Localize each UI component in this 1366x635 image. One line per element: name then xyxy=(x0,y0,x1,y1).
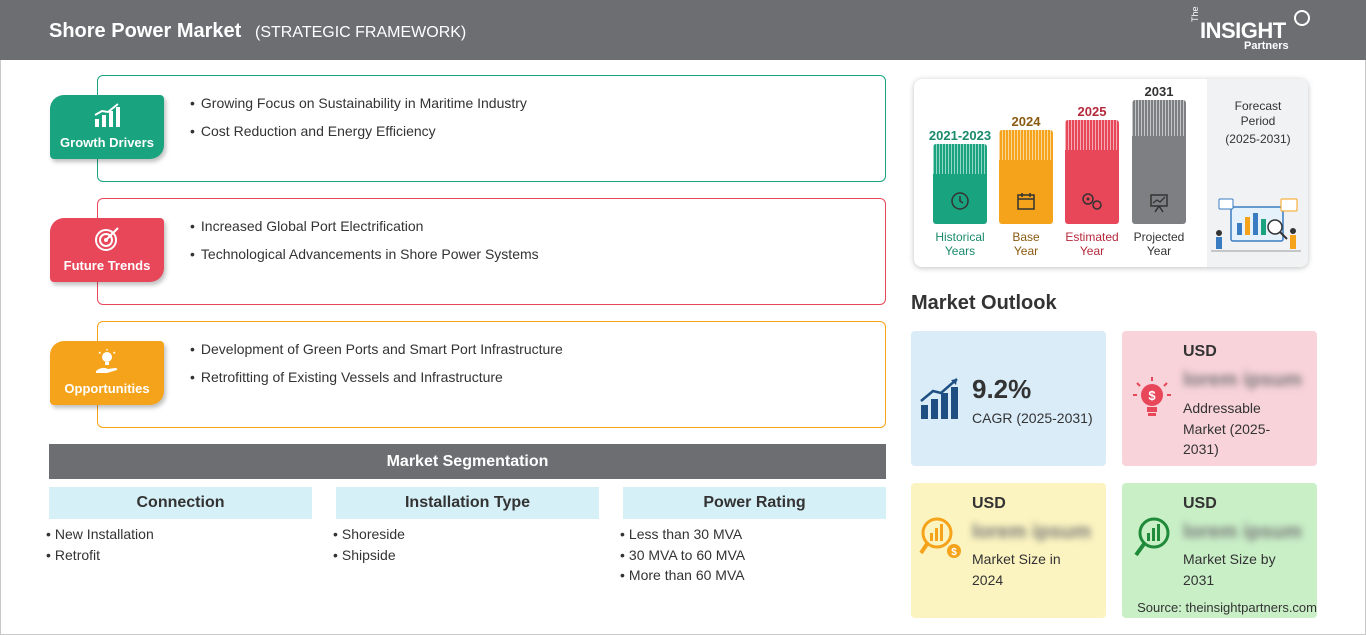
year-estimated: 2025 xyxy=(1077,104,1107,119)
magnifier-growth-icon xyxy=(1134,517,1170,557)
size-2024-currency: USD xyxy=(972,495,1006,512)
logo-the: The xyxy=(1190,6,1200,22)
segment-heading-connection: Connection xyxy=(49,487,312,519)
timeline-panel: 2021-2023 Historical Years 2024 Base Yea… xyxy=(914,79,1308,267)
list-item: Shipside xyxy=(333,547,405,568)
caption-base: Base Year xyxy=(1012,230,1040,258)
cagr-label: CAGR (2025-2031) xyxy=(972,410,1093,426)
segment-heading-power-rating: Power Rating xyxy=(623,487,886,519)
size-2031-currency: USD xyxy=(1183,495,1217,512)
history-clock-icon xyxy=(951,192,969,210)
list-item: Retrofit xyxy=(46,547,154,568)
svg-text:$: $ xyxy=(1148,388,1156,403)
bar-projected xyxy=(1132,100,1186,224)
list-item: Technological Advancements in Shore Powe… xyxy=(190,246,539,274)
list-item: Development of Green Ports and Smart Por… xyxy=(190,341,563,369)
page-subtitle: (STRATEGIC FRAMEWORK) xyxy=(255,24,467,41)
list-item: New Installation xyxy=(46,526,154,547)
size-2031-label: Market Size by 2031 xyxy=(1183,551,1276,588)
addressable-value: lorem ipsum xyxy=(1183,369,1302,391)
segment-list-connection: New Installation Retrofit xyxy=(46,526,154,567)
market-outlook-title: Market Outlook xyxy=(911,292,1057,314)
lightbulb-hand-icon xyxy=(96,349,118,373)
cagr-tile: 9.2% CAGR (2025-2031) xyxy=(911,331,1106,466)
size-2024-value: lorem ipsum xyxy=(972,521,1091,543)
svg-text:$: $ xyxy=(951,547,957,558)
list-item: Less than 30 MVA xyxy=(620,526,745,547)
caption-historical: Historical Years xyxy=(935,230,985,258)
year-base: 2024 xyxy=(1011,114,1041,129)
logo-bulb-icon xyxy=(1294,10,1310,26)
calendar-icon xyxy=(1017,193,1035,210)
future-trends-card: Increased Global Port Electrification Te… xyxy=(97,198,886,305)
forecast-period-range: (2025-2031) xyxy=(1225,132,1291,146)
gears-icon xyxy=(1082,193,1102,210)
forecast-period-label: Forecast Period xyxy=(1234,99,1282,128)
bar-historical xyxy=(933,144,987,224)
addressable-label: Addressable Market (2025-2031) xyxy=(1183,400,1271,457)
magnifier-chart-icon: $ xyxy=(919,517,961,558)
idea-dollar-icon: $ xyxy=(1133,377,1171,416)
insight-partners-logo: The INSIGHT Partners xyxy=(1188,6,1318,54)
list-item: Cost Reduction and Energy Efficiency xyxy=(190,123,527,151)
opportunities-badge: Opportunities xyxy=(50,341,164,405)
forecast-period-text: Forecast Period (2025-2031) xyxy=(1215,99,1301,147)
future-trends-badge: Future Trends xyxy=(50,218,164,282)
size-2031-value: lorem ipsum xyxy=(1183,521,1302,543)
year-historical: 2021-2023 xyxy=(928,128,992,143)
analytics-illustration-icon xyxy=(1211,198,1301,252)
target-icon xyxy=(95,227,119,251)
addressable-currency: USD xyxy=(1183,343,1217,360)
segment-list-power-rating: Less than 30 MVA 30 MVA to 60 MVA More t… xyxy=(620,526,745,588)
bar-estimated xyxy=(1065,120,1119,224)
bar-chart-icon xyxy=(94,103,120,127)
header-bar: Shore Power Market (STRATEGIC FRAMEWORK)… xyxy=(0,0,1366,60)
bar-base xyxy=(999,130,1053,224)
list-item: 30 MVA to 60 MVA xyxy=(620,547,745,568)
size-2024-label: Market Size in 2024 xyxy=(972,551,1061,588)
growth-drivers-badge: Growth Drivers xyxy=(50,95,164,159)
opportunities-card: Development of Green Ports and Smart Por… xyxy=(97,321,886,428)
market-size-2031-tile: USD lorem ipsum Market Size by 2031 xyxy=(1122,483,1317,618)
growth-drivers-card: Growing Focus on Sustainability in Marit… xyxy=(97,75,886,182)
segmentation-title: Market Segmentation xyxy=(49,444,886,479)
future-trends-label: Future Trends xyxy=(63,258,151,273)
presentation-chart-icon xyxy=(1150,194,1168,213)
page-title: Shore Power Market xyxy=(49,20,242,42)
market-size-2024-tile: $ USD lorem ipsum Market Size in 2024 xyxy=(911,483,1106,618)
segment-heading-installation-type: Installation Type xyxy=(336,487,599,519)
list-item: Shoreside xyxy=(333,526,405,547)
growth-drivers-label: Growth Drivers xyxy=(60,135,154,150)
logo-partners: Partners xyxy=(1244,40,1289,52)
logo-insight: INSIGHT xyxy=(1200,18,1286,43)
list-item: Increased Global Port Electrification xyxy=(190,218,539,246)
caption-estimated: Estimated Year xyxy=(1065,230,1119,258)
segment-list-installation-type: Shoreside Shipside xyxy=(333,526,405,567)
opportunities-label: Opportunities xyxy=(64,381,150,396)
year-projected: 2031 xyxy=(1144,84,1174,99)
list-item: Retrofitting of Existing Vessels and Inf… xyxy=(190,369,563,397)
source-credit: Source: theinsightpartners.com xyxy=(1137,600,1317,615)
growth-chart-icon xyxy=(920,378,958,419)
caption-projected: Projected Year xyxy=(1133,230,1185,258)
list-item: More than 60 MVA xyxy=(620,567,745,588)
cagr-value: 9.2% xyxy=(972,374,1032,404)
addressable-market-tile: $ USD lorem ipsum Addressable Market (20… xyxy=(1122,331,1317,466)
list-item: Growing Focus on Sustainability in Marit… xyxy=(190,95,527,123)
